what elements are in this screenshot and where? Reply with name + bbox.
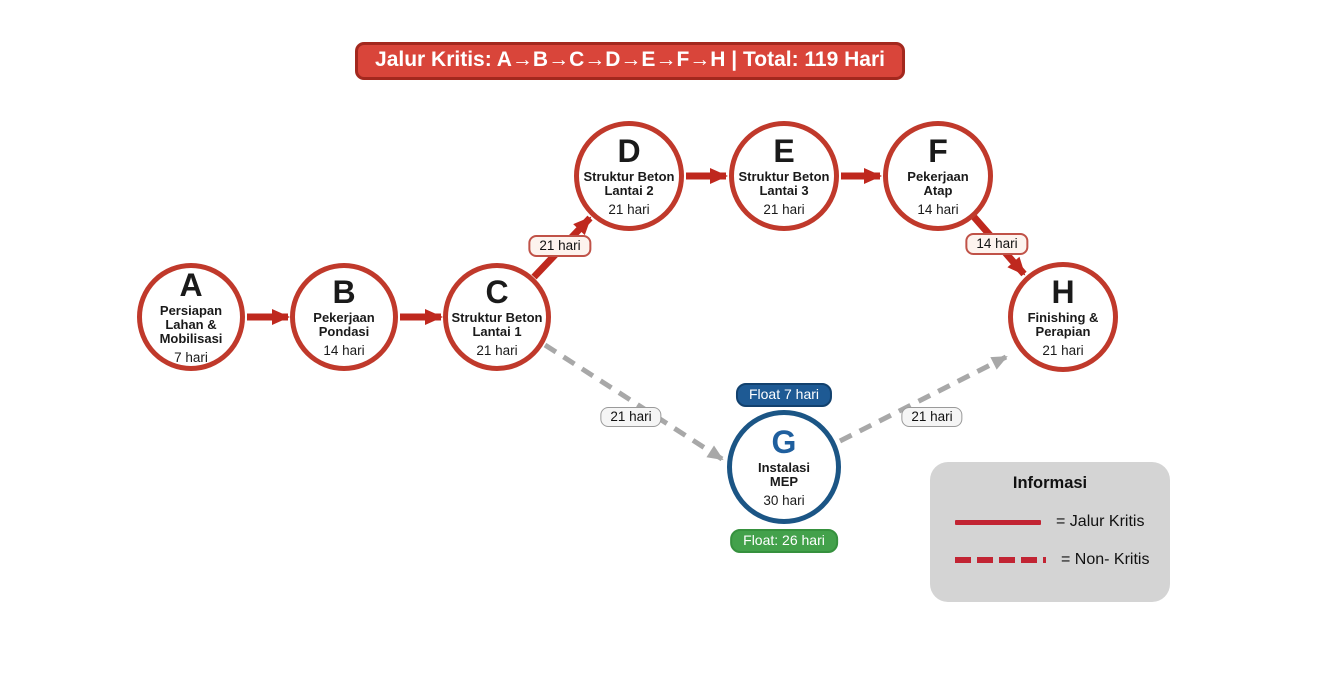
node-c-duration: 21 hari <box>476 343 518 359</box>
node-c-name: Struktur Beton Lantai 1 <box>451 309 543 339</box>
edge-label-g-h: 21 hari <box>901 407 963 427</box>
node-d-duration: 21 hari <box>608 202 650 218</box>
node-b-name: Pekerjaan Pondasi <box>313 309 375 339</box>
node-a-duration: 7 hari <box>174 350 208 366</box>
node-e-duration: 21 hari <box>763 202 805 218</box>
legend-title: Informasi <box>1012 474 1088 492</box>
edge-label-c-d: 21 hari <box>528 235 592 257</box>
node-a-letter: A <box>179 266 203 303</box>
float-badge-top: Float 7 hari <box>735 383 833 407</box>
node-c: C Struktur Beton Lantai 1 21 hari <box>443 263 551 371</box>
node-h: H Finishing & Perapian 21 hari <box>1008 262 1118 372</box>
float-badge-bottom: Float: 26 hari <box>730 529 838 553</box>
edge-label-c-g: 21 hari <box>600 407 662 427</box>
node-g-name: Instalasi MEP <box>757 459 811 489</box>
node-g-letter: G <box>771 423 797 460</box>
node-h-duration: 21 hari <box>1042 343 1084 359</box>
node-b-duration: 14 hari <box>323 343 365 359</box>
node-h-name: Finishing & Perapian <box>1027 309 1099 339</box>
node-f: F Pekerjaan Atap 14 hari <box>883 121 993 231</box>
legend-row-critical: = Jalur Kritis <box>955 513 1170 531</box>
node-d-letter: D <box>617 132 641 169</box>
node-e-name: Struktur Beton Lantai 3 <box>738 168 830 198</box>
legend-label-noncritical: = Non- Kritis <box>1061 551 1150 568</box>
critical-path-banner: Jalur Kritis: A→B→C→D→E→F→H | Total: 119… <box>355 42 905 80</box>
node-e: E Struktur Beton Lantai 3 21 hari <box>729 121 839 231</box>
node-d: D Struktur Beton Lantai 2 21 hari <box>574 121 684 231</box>
node-a: A Persiapan Lahan & Mobilisasi 7 hari <box>137 263 245 371</box>
node-d-name: Struktur Beton Lantai 2 <box>583 168 675 198</box>
legend-box: Informasi = Jalur Kritis = Non- Kritis <box>930 462 1170 602</box>
node-g-duration: 30 hari <box>763 493 805 509</box>
node-b: B Pekerjaan Pondasi 14 hari <box>290 263 398 371</box>
edge-label-f-h: 14 hari <box>965 233 1029 255</box>
node-c-letter: C <box>485 273 509 310</box>
node-g: G Instalasi MEP 30 hari <box>727 410 841 524</box>
solid-line-swatch <box>955 519 1041 525</box>
edge-g-h <box>838 354 1008 444</box>
legend-label-critical: = Jalur Kritis <box>1056 513 1145 530</box>
node-f-duration: 14 hari <box>917 202 959 218</box>
node-f-letter: F <box>928 132 948 169</box>
node-a-name: Persiapan Lahan & Mobilisasi <box>159 302 223 347</box>
node-e-letter: E <box>773 132 795 169</box>
node-h-letter: H <box>1051 273 1075 310</box>
node-b-letter: B <box>332 273 356 310</box>
dashed-line-swatch <box>955 557 1046 563</box>
legend-row-noncritical: = Non- Kritis <box>955 551 1170 569</box>
node-f-name: Pekerjaan Atap <box>907 168 969 198</box>
edge-c-g <box>543 342 724 462</box>
